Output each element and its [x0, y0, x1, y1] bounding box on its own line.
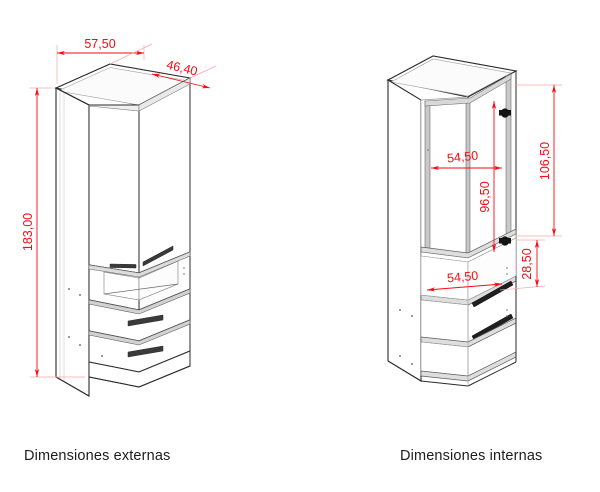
hinge-lower-icon	[499, 236, 511, 246]
dimension-upper-compartment: 106,50	[516, 84, 562, 237]
drawer-lower	[88, 319, 191, 373]
dimension-inner-width-lower-label: 54,50	[446, 269, 478, 286]
caption-internal: Dimensiones internas	[400, 448, 543, 464]
hinge-upper-icon	[499, 108, 511, 118]
external-wardrobe-drawing: 57,50 46,40 183,00	[21, 37, 217, 397]
wardrobe-body	[54, 63, 192, 397]
dimension-inner-width-lower: 54,50	[426, 269, 503, 292]
dimension-hanging-height-label: 96,50	[478, 181, 492, 212]
wardrobe-carcass	[386, 55, 518, 387]
door-handle-left	[109, 263, 137, 269]
dimension-height: 183,00	[21, 87, 85, 378]
external-dimensions-view: 57,50 46,40 183,00 Dimensiones externas	[21, 37, 217, 464]
dimension-inner-width-upper-label: 54,50	[446, 148, 479, 165]
dimension-lower-compartment: 28,50	[499, 239, 546, 291]
internal-wardrobe-drawing: 54,50 96,50 106,50 28,50	[386, 55, 562, 387]
door-handle-right	[142, 245, 174, 267]
dimension-width: 57,50	[56, 37, 145, 84]
dimension-lower-compartment-label: 28,50	[520, 248, 534, 279]
dimension-width-label: 57,50	[84, 37, 115, 51]
dimension-height-label: 183,00	[21, 213, 35, 251]
dimension-inner-width-upper: 54,50	[431, 148, 502, 171]
dimension-hanging-height: 96,50	[478, 101, 497, 252]
dimension-upper-compartment-label: 106,50	[538, 142, 552, 180]
caption-external: Dimensiones externas	[24, 448, 171, 464]
internal-dimensions-view: 54,50 96,50 106,50 28,50	[300, 0, 600, 492]
drawer-slide-rails	[471, 280, 514, 341]
